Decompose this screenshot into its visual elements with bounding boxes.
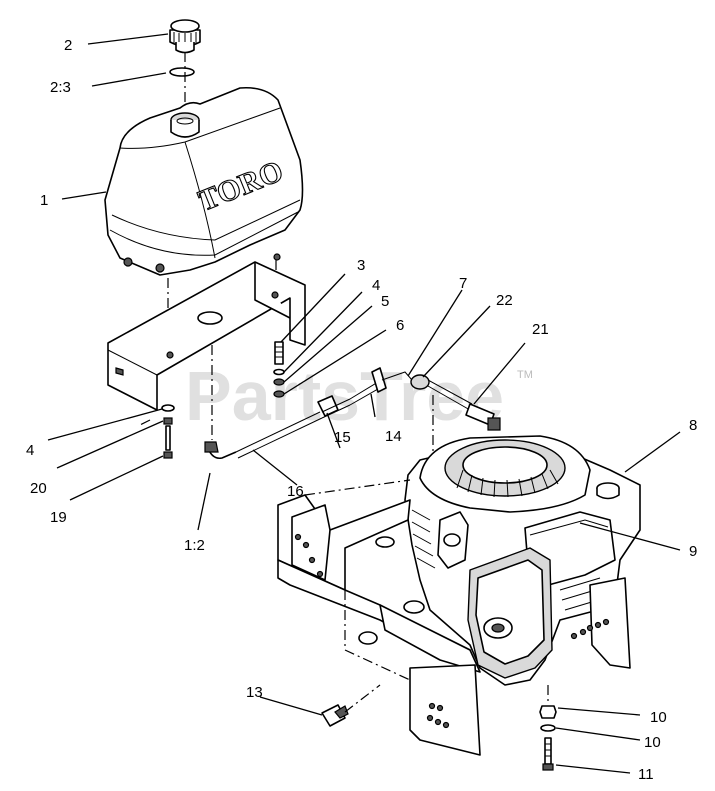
callout-2: 2 <box>64 37 72 54</box>
engine-mount-plate <box>277 479 631 756</box>
engine-mount-bolts <box>539 685 557 771</box>
fuel-tank: TORO <box>104 86 304 276</box>
callout-13: 13 <box>246 684 263 701</box>
callout-15: 15 <box>334 429 351 446</box>
callout-1: 1 <box>40 192 48 209</box>
watermark-text: PartsTree <box>185 357 504 435</box>
callout-22: 22 <box>496 292 513 309</box>
engine <box>404 435 641 686</box>
fuel-cap <box>169 19 201 54</box>
callout-14: 14 <box>385 428 402 445</box>
callout-10-washer: 10 <box>644 734 661 751</box>
callout-4-bracket: 4 <box>26 442 34 459</box>
callout-21: 21 <box>532 321 549 338</box>
callout-2-3: 2:3 <box>50 79 71 96</box>
callout-5: 5 <box>381 293 389 310</box>
callout-7: 7 <box>459 275 467 292</box>
engine-fuel-hose <box>465 403 501 431</box>
callout-labels: 2 2:3 1 3 4 5 6 7 22 21 4 20 19 14 15 16… <box>26 37 697 783</box>
callout-3: 3 <box>357 257 365 274</box>
bracket-hardware-left <box>139 404 175 459</box>
callout-16: 16 <box>287 483 304 500</box>
callout-10-nut: 10 <box>650 709 667 726</box>
watermark: PartsTree TM <box>185 357 533 435</box>
watermark-tm: TM <box>517 369 533 381</box>
callout-1-2: 1:2 <box>184 537 205 554</box>
callout-11: 11 <box>638 766 654 783</box>
callout-9: 9 <box>689 543 697 560</box>
callout-6: 6 <box>396 317 404 334</box>
callout-20: 20 <box>30 480 47 497</box>
tank-bracket <box>107 261 306 411</box>
fuel-filter <box>410 374 473 411</box>
leader-lines <box>47 33 681 774</box>
elbow-fitting-13 <box>321 684 381 727</box>
cap-gasket <box>169 67 195 77</box>
fuel-hose-assembly <box>204 367 413 460</box>
fuel-fitting-stack <box>273 341 285 398</box>
callout-8: 8 <box>689 417 697 434</box>
callout-19: 19 <box>50 509 67 526</box>
callout-4-fitting: 4 <box>372 277 380 294</box>
